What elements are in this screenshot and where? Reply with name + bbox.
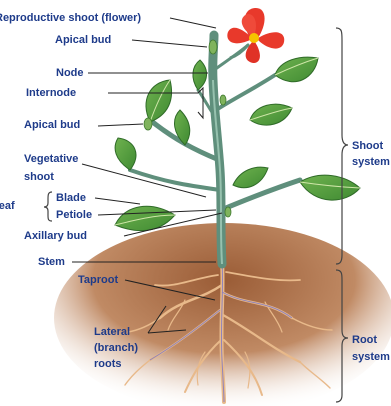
label-reproductive-shoot: Reproductive shoot (flower) [0,11,141,25]
label-stem: Stem [38,255,65,269]
label-internode: Internode [26,86,76,100]
label-shoot-system-1: Shoot [352,139,383,153]
label-root-system-1: Root [352,333,377,347]
label-leaf: Leaf [0,199,15,213]
label-root-system-2: system [352,350,390,364]
label-vegetative-shoot-1: Vegetative [24,152,78,166]
label-blade: Blade [56,191,86,205]
flower [227,8,284,63]
label-petiole: Petiole [56,208,92,222]
label-apical-bud-top: Apical bud [55,33,111,47]
label-node: Node [56,66,84,80]
label-shoot-system-2: system [352,155,390,169]
label-taproot: Taproot [78,273,118,287]
label-lateral-3: roots [94,357,122,371]
label-vegetative-shoot-2: shoot [24,170,54,184]
label-apical-bud-side: Apical bud [24,118,80,132]
label-lateral-1: Lateral [94,325,130,339]
label-lateral-2: (branch) [94,341,138,355]
shoot-system-brace [336,28,348,264]
leaf-brace [44,192,52,221]
label-axillary-bud: Axillary bud [24,229,87,243]
